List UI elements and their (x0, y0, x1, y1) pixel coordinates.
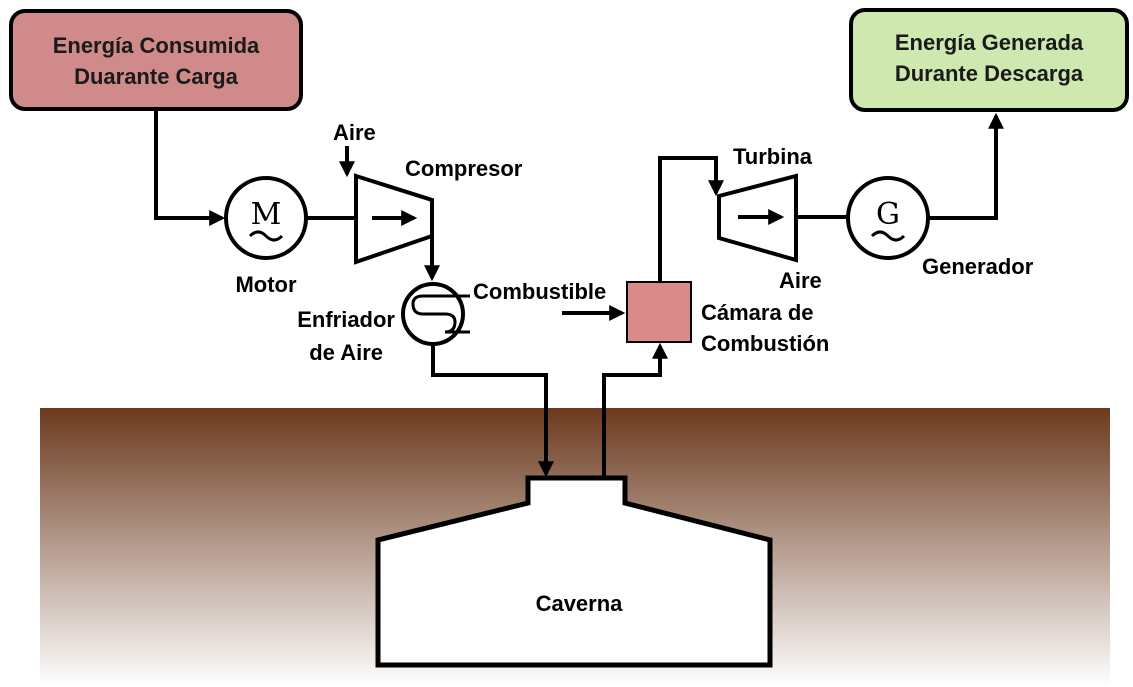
generator-wave (870, 230, 906, 242)
motor-wave (248, 230, 284, 242)
energy-consumed-line2: Duarante Carga (74, 64, 239, 89)
aire-out-label: Aire (779, 268, 822, 293)
line-cavern-to-combustion (602, 342, 668, 478)
cooler-coil (411, 294, 470, 334)
motor-symbol: M (251, 197, 282, 232)
line-generator-to-energy (928, 112, 1004, 220)
enfriador-label-1: Enfriador (297, 307, 395, 332)
line-combustion-to-turbine (658, 156, 724, 282)
cavern-shape (375, 475, 773, 668)
motor-label: Motor (235, 272, 297, 297)
compresor-label: Compresor (405, 156, 523, 181)
camara-label-1: Cámara de (701, 300, 814, 325)
energy-consumed-box (9, 9, 303, 111)
energy-generated-box (849, 8, 1129, 112)
generador-label: Generador (922, 254, 1034, 279)
generator-symbol: G (876, 197, 900, 232)
caverna-label: Caverna (536, 591, 624, 616)
energy-generated-line2: Durante Descarga (895, 61, 1084, 86)
combustion-chamber (626, 281, 692, 343)
turbina-label: Turbina (733, 144, 813, 169)
camara-label-2: Combustión (701, 331, 829, 356)
combustible-label: Combustible (473, 279, 606, 304)
line-cooler-to-cavern (431, 344, 554, 478)
aire-in-label: Aire (333, 120, 376, 145)
enfriador-label-2: de Aire (309, 340, 383, 365)
energy-consumed-line1: Energía Consumida (53, 33, 260, 58)
line-energy-to-motor (154, 110, 226, 226)
energy-generated-line1: Energía Generada (895, 30, 1084, 55)
